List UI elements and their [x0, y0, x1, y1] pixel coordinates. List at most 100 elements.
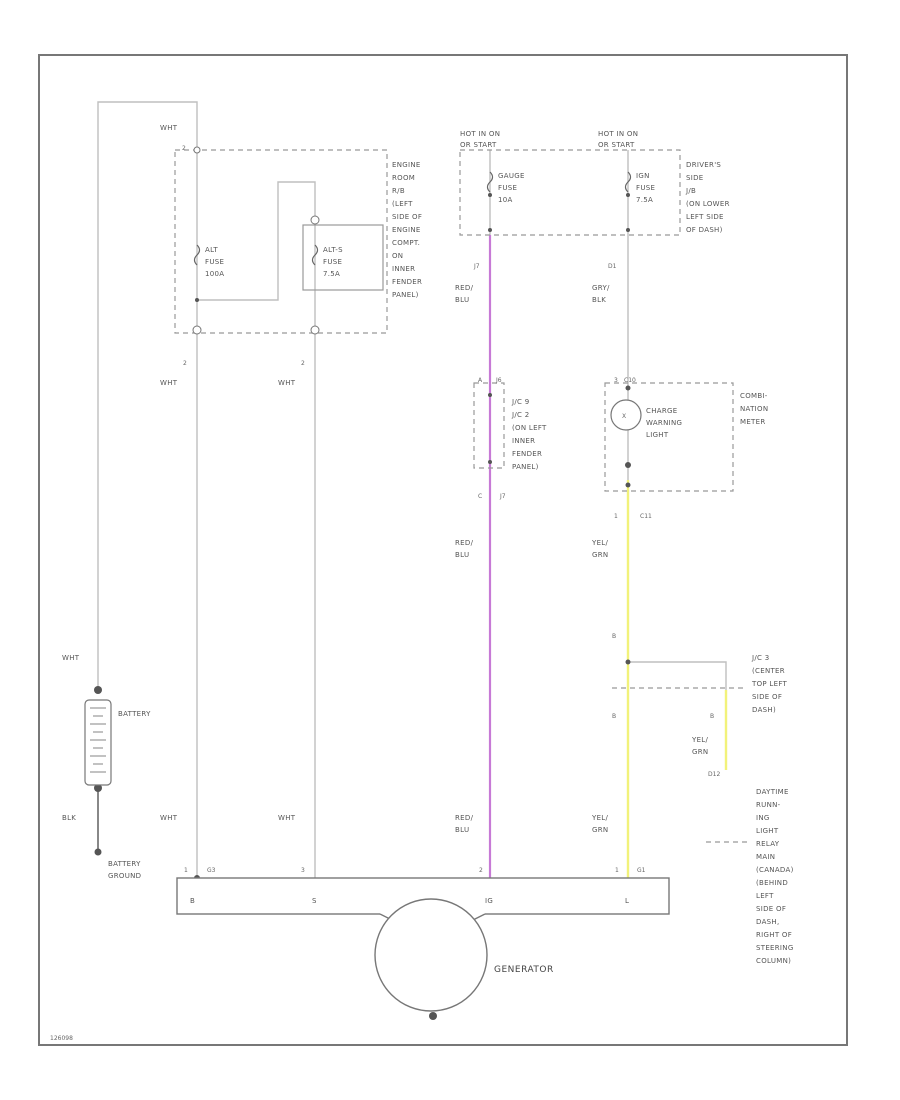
battery-cells — [90, 707, 106, 773]
gen-pin-1: 1 — [184, 867, 188, 874]
drivers-jb-label: DRIVER'S SIDE J/B (ON LOWER LEFT SIDE OF… — [685, 161, 729, 234]
bottom-wire-3-label: RED/ BLU — [455, 814, 473, 834]
alt-pin-label: 2 — [183, 360, 187, 367]
battery-ground-label: BATTERY GROUND — [108, 860, 141, 880]
alt-fuse-junction — [195, 298, 199, 302]
battery-label: BATTERY — [118, 710, 151, 718]
combo-meter-box — [604, 382, 734, 492]
svg-text:DAYTIME: DAYTIME — [756, 788, 789, 796]
svg-text:RED/: RED/ — [455, 284, 474, 292]
svg-text:RED/: RED/ — [455, 539, 474, 547]
jc-dash-pin-b2: B — [612, 713, 616, 720]
svg-text:INNER: INNER — [392, 265, 415, 273]
svg-text:10A: 10A — [498, 196, 513, 204]
combo-meter-pin-bottom-label: C11 — [640, 513, 652, 520]
combo-meter-label: COMBI- NATION METER — [740, 392, 768, 426]
svg-text:YEL/: YEL/ — [591, 814, 608, 822]
drl-branch-grey — [628, 661, 727, 690]
drl-connector-label: D12 — [708, 771, 720, 778]
svg-text:GRN: GRN — [592, 551, 608, 559]
svg-text:(BEHIND: (BEHIND — [756, 879, 788, 887]
ign-wire-dot — [626, 228, 630, 232]
engine-rb-top-terminal-label: 2 — [182, 145, 186, 152]
svg-text:J/C 9: J/C 9 — [511, 398, 530, 406]
svg-text:YEL/: YEL/ — [691, 736, 708, 744]
battery-positive-wire — [97, 101, 198, 690]
svg-text:PANEL): PANEL) — [392, 291, 419, 299]
gauge-fuse-symbol — [486, 171, 494, 193]
svg-text:100A: 100A — [205, 270, 224, 278]
svg-text:GAUGE: GAUGE — [498, 172, 525, 180]
generator-label: GENERATOR — [494, 965, 554, 975]
svg-text:(LEFT: (LEFT — [392, 200, 413, 208]
gauge-fuse-label: GAUGE FUSE 10A — [498, 172, 525, 204]
svg-text:RELAY: RELAY — [756, 840, 780, 848]
gauge-hot-box — [459, 149, 681, 236]
svg-text:COMBI-: COMBI- — [740, 392, 768, 400]
alts-fuse-label: ALT-S FUSE 7.5A — [323, 246, 343, 278]
drl-relay-label: DAYTIME RUNN- ING LIGHT RELAY MAIN (CANA… — [756, 788, 794, 965]
alts-wire-label: WHT — [278, 379, 296, 387]
battery-ground-dot — [94, 848, 102, 856]
gen-terminal-l: L — [625, 897, 629, 905]
ign-fuse-symbol — [624, 171, 632, 193]
generator-ground-dot — [429, 1012, 437, 1020]
svg-text:CHARGE: CHARGE — [646, 407, 677, 415]
svg-text:STEERING: STEERING — [756, 944, 794, 952]
svg-text:GRY/: GRY/ — [592, 284, 610, 292]
svg-text:METER: METER — [740, 418, 766, 426]
svg-text:TOP LEFT: TOP LEFT — [751, 680, 788, 688]
battery-positive-terminal — [94, 686, 102, 694]
gen-conn-left: G3 — [207, 867, 216, 874]
alt-fuse-bottom-terminal — [192, 325, 202, 335]
svg-text:R/B: R/B — [392, 187, 405, 195]
svg-text:LIGHT: LIGHT — [646, 431, 669, 439]
svg-text:J/C 3: J/C 3 — [751, 654, 770, 662]
svg-text:GROUND: GROUND — [108, 872, 141, 880]
combo-meter-pin-top-label: C10 — [624, 377, 636, 384]
svg-text:COMPT.: COMPT. — [392, 239, 420, 247]
jc-fender-pin-bottom-label: J7 — [499, 493, 506, 500]
gen-terminal-ig: IG — [485, 897, 493, 905]
jc-fender-pin-bottom — [488, 460, 492, 464]
battery-body — [84, 699, 112, 786]
alts-fuse-holder — [302, 224, 384, 291]
alts-pin-label: 2 — [301, 360, 305, 367]
gauge-wire-dot — [488, 228, 492, 232]
generator-circle — [374, 898, 488, 1012]
alt-fuse-label: ALT FUSE 100A — [205, 246, 224, 278]
svg-text:7.5A: 7.5A — [323, 270, 340, 278]
svg-text:FUSE: FUSE — [636, 184, 655, 192]
battery-bottom-wire: BLK — [62, 814, 76, 822]
svg-text:DRIVER'S: DRIVER'S — [686, 161, 721, 169]
svg-text:BLK: BLK — [592, 296, 606, 304]
gauge-fuse-dot — [488, 193, 492, 197]
svg-text:(ON LEFT: (ON LEFT — [512, 424, 547, 432]
gauge-hot-label: HOT IN ON OR START — [460, 130, 500, 149]
svg-text:SIDE OF: SIDE OF — [392, 213, 422, 221]
jc-fender-pin-c-label: C — [478, 493, 482, 500]
svg-text:RUNN-: RUNN- — [756, 801, 781, 809]
gauge-connector-label: J7 — [473, 263, 480, 270]
svg-text:YEL/: YEL/ — [591, 539, 608, 547]
svg-text:FUSE: FUSE — [205, 258, 224, 266]
svg-text:OF DASH): OF DASH) — [686, 226, 723, 234]
jc-fender-wire-label: RED/ BLU — [455, 539, 474, 559]
jc-dash-pin-b3: B — [710, 713, 714, 720]
engine-room-rb-box — [174, 149, 388, 334]
svg-text:LIGHT: LIGHT — [756, 827, 779, 835]
svg-text:HOT IN ON: HOT IN ON — [598, 130, 638, 138]
jc-dash-junction — [625, 659, 631, 665]
engine-rb-top-terminal — [193, 146, 201, 154]
svg-text:7.5A: 7.5A — [636, 196, 653, 204]
gen-conn-right: G1 — [637, 867, 646, 874]
svg-text:FENDER: FENDER — [512, 450, 542, 458]
bottom-wire-4-label: YEL/ GRN — [591, 814, 608, 834]
svg-text:BLU: BLU — [455, 551, 469, 559]
ign-wire-label: GRY/ BLK — [592, 284, 610, 304]
engine-rb-label: ENGINE ROOM R/B (LEFT SIDE OF ENGINE COM… — [392, 161, 422, 299]
alts-fuse-bottom-terminal — [310, 325, 320, 335]
gen-pin-2: 3 — [301, 867, 305, 874]
jc-fender-pin-a-label: A — [478, 377, 483, 384]
svg-text:ENGINE: ENGINE — [392, 226, 421, 234]
